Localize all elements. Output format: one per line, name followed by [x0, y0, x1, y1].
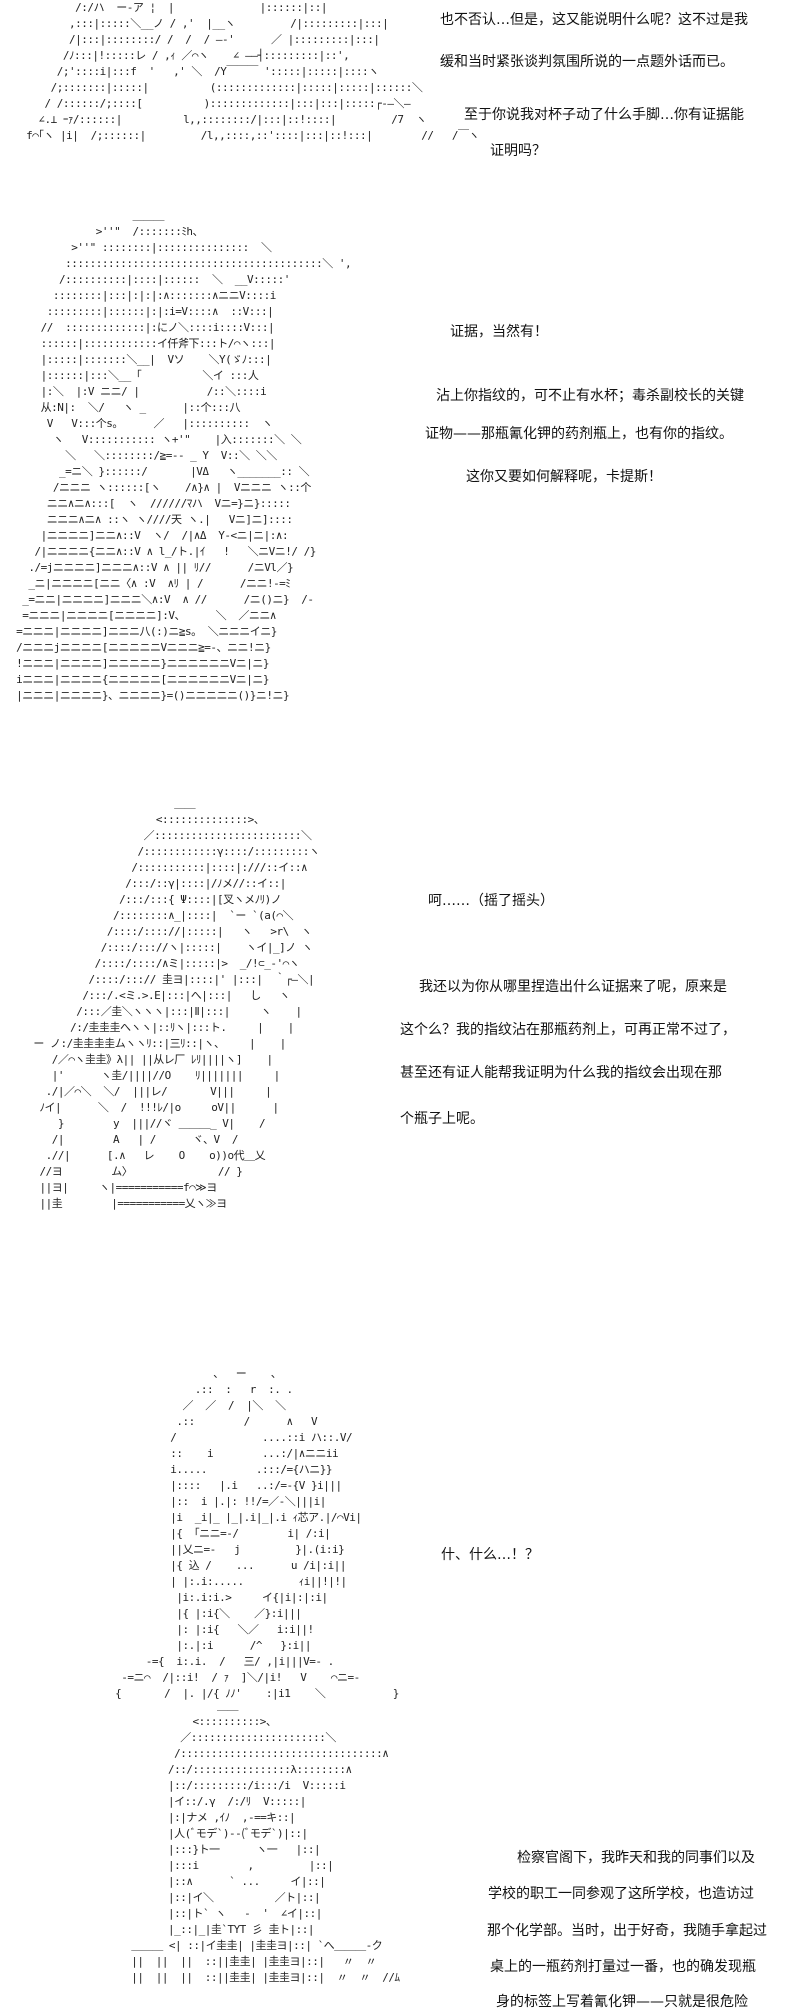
dialogue-line: 呵……（摇了摇头） — [428, 893, 554, 909]
dialogue-line: 沾上你指纹的，可不止有水杯；毒杀副校长的关键 — [436, 388, 744, 404]
dialogue-line: 桌上的一瓶药剂打量过一番，也的确发现瓶 — [490, 1959, 756, 1975]
dialogue-line: 个瓶子上呢。 — [400, 1111, 484, 1127]
ascii-art-panel-2: ＿＿＿ >''" /:::::::ﾐh、 >''" ::::::::|:::::… — [16, 209, 352, 702]
dialogue-line: 身的标签上写着氰化钾——只就是很危险 — [496, 1994, 748, 2010]
dialogue-line: 也不否认…但是，这又能说明什么呢？这不过是我 — [440, 12, 748, 28]
dialogue-line: 检察官阁下，我昨天和我的同事们以及 — [517, 1850, 755, 1866]
dialogue-line: 甚至还有证人能帮我证明为什么我的指纹会出现在那 — [400, 1065, 722, 1081]
dialogue-line: 我还以为你从哪里捏造出什么证据来了呢，原来是 — [419, 979, 727, 995]
ascii-art-panel-3: ＿＿ <::::::::::::::>、 ／::::::::::::::::::… — [33, 797, 320, 1210]
dialogue-line: 学校的职工一同参观了这所学校，也造访过 — [488, 1886, 754, 1902]
dialogue-line: 什、什么…！？ — [441, 1547, 539, 1563]
dialogue-line: 缓和当时紧张谈判氛围所说的一点题外话而已。 — [440, 54, 734, 70]
ascii-art-panel-5: ＿＿ <::::::::::>、 ／::::::::::::::::::::::… — [131, 1699, 400, 1984]
dialogue-line: 那个化学部。当时，出于好奇，我随手拿起过 — [487, 1923, 767, 1939]
dialogue-line: 这你又要如何解释呢，卡提斯！ — [466, 469, 662, 485]
dialogue-line: 证明吗？ — [490, 143, 546, 159]
ascii-art-panel-4: 、 ー 、 .:: : r :. . ／ ／ / |＼ ＼ .:: / ∧ V … — [115, 1367, 399, 1700]
dialogue-line: 至于你说我对杯子动了什么手脚…你有证据能 — [464, 107, 744, 123]
dialogue-line: 证据，当然有！ — [450, 324, 548, 340]
dialogue-line: 证物——那瓶氰化钾的药剂瓶上，也有你的指纹。 — [425, 426, 733, 442]
ascii-art-panel-1: /:/ハ ー‐ア ¦ | |::::::|::| ,:::|:::::＼__ノ … — [26, 1, 479, 142]
dialogue-line: 这个么？我的指纹沾在那瓶药剂上，可再正常不过了， — [400, 1022, 736, 1038]
